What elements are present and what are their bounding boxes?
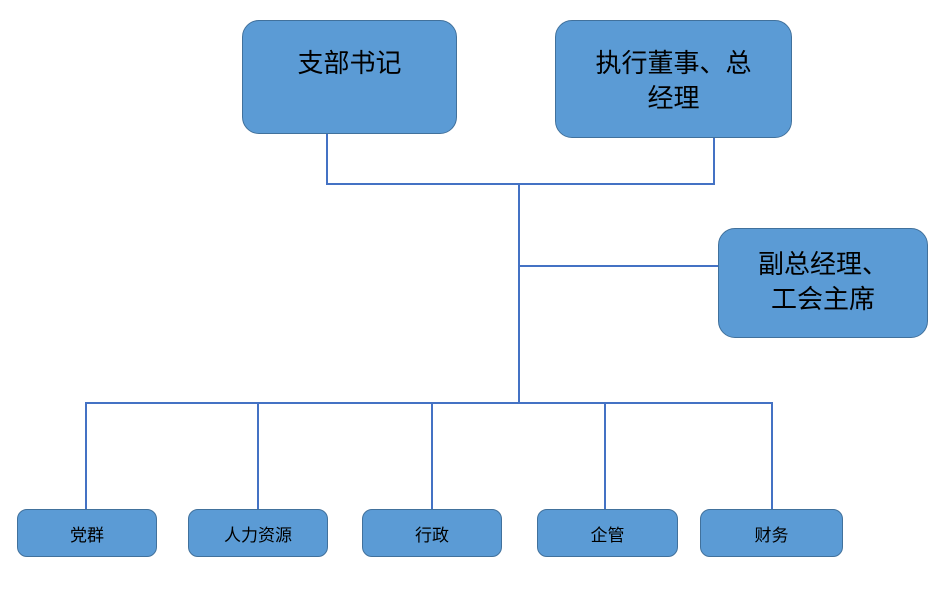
node-administration[interactable]: 行政 [362,509,502,557]
node-party-mass-label: 党群 [70,525,104,545]
node-party-mass[interactable]: 党群 [17,509,157,557]
node-human-resources-label: 人力资源 [224,525,292,545]
node-finance-label: 财务 [754,525,789,545]
node-deputy-gm-union-chair[interactable]: 副总经理、 工会主席 [718,228,928,338]
node-exec-director-gm[interactable]: 执行董事、总 经理 [555,20,792,138]
node-human-resources[interactable]: 人力资源 [188,509,328,557]
node-branch-secretary[interactable]: 支部书记 [242,20,457,134]
node-exec-director-gm-label: 执行董事、总 经理 [595,48,752,113]
node-finance[interactable]: 财务 [700,509,843,557]
node-administration-label: 行政 [415,525,449,545]
node-branch-secretary-label: 支部书记 [297,48,402,78]
node-deputy-gm-union-chair-label: 副总经理、 工会主席 [757,249,888,314]
node-enterprise-management[interactable]: 企管 [537,509,678,557]
node-enterprise-management-label: 企管 [590,525,625,545]
